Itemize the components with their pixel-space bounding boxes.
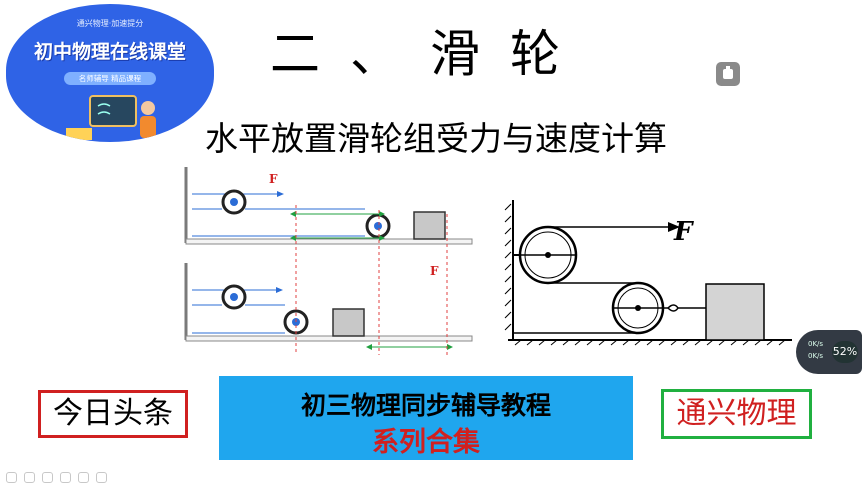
presentation-toolbar [6,468,114,483]
force-label-small: F [269,172,278,186]
block-top [413,211,446,240]
dashed-guides [295,205,448,358]
right-tag-box: 通兴物理 [661,389,812,439]
prev-slide-icon[interactable] [6,472,17,483]
pulley-scene-bottom [184,263,473,350]
zoom-icon[interactable] [78,472,89,483]
logo-main-text: 初中物理在线课堂 [33,41,186,63]
block-bottom [332,308,365,337]
logo-pill-text: 名师辅导 精品课程 [64,72,156,85]
teacher-illustration-icon [66,95,156,140]
pulley-top-a [221,189,247,215]
upload-speed: 0K/s [808,340,824,348]
pen-icon[interactable] [60,472,71,483]
menu-icon[interactable] [42,472,53,483]
network-speed-widget[interactable]: 0K/s 0K/s 52% [796,330,862,374]
force-label-large: F [673,217,694,247]
force-label-small-2: F [430,264,439,278]
usage-percent: 52% [832,341,858,363]
block-large [705,283,765,341]
banner-line-2: 系列合集 [372,427,480,458]
camera-icon[interactable] [716,62,740,86]
pulley-top-b [365,213,391,239]
course-logo: 通兴物理·加速提分 初中物理在线课堂 名师辅导 精品课程 [6,4,214,142]
download-speed: 0K/s [808,352,824,360]
page-subtitle: 水平放置滑轮组受力与速度计算 [205,119,667,158]
pulley-scene-large: F [504,200,792,346]
left-tag-box: 今日头条 [38,390,188,438]
next-slide-icon[interactable] [24,472,35,483]
pulley-bottom-a [221,284,247,310]
pulley-scene-top [184,167,473,245]
more-icon[interactable] [96,472,107,483]
banner-line-1: 初三物理同步辅导教程 [300,391,551,420]
course-banner: 初三物理同步辅导教程 系列合集 [219,376,633,460]
logo-top-text: 通兴物理·加速提分 [76,19,144,28]
page-title: 二、滑轮 [270,25,590,83]
